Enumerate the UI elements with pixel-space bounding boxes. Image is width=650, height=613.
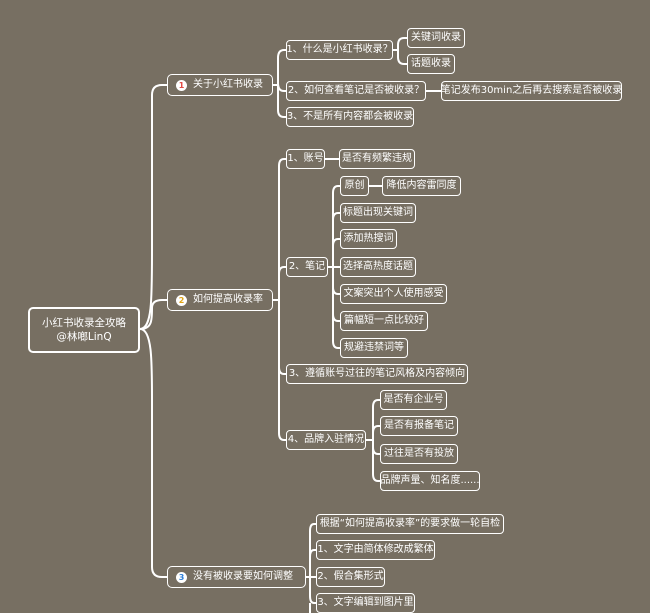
topic-label: 标题出现关键词	[343, 207, 413, 218]
topic-traditional-chinese[interactable]: 1、文字由简体修改成繁体	[316, 540, 435, 560]
topic-label: 1、文字由简体修改成繁体	[317, 544, 434, 555]
topic-text-in-image[interactable]: 3、文字编辑到图片里	[316, 593, 415, 613]
branch-adjust-if-not-indexed[interactable]: 3 没有被收录要如何调整	[167, 566, 306, 588]
root-author: @林啷LinQ	[56, 331, 112, 343]
topic-label: 4、品牌入驻情况	[287, 434, 365, 445]
number-badge-1-icon: 1	[176, 79, 187, 91]
topic-label: 规避违禁词等	[344, 342, 404, 353]
topic-brand-awareness[interactable]: 品牌声量、知名度......	[380, 471, 480, 491]
topic-label: 3、文字编辑到图片里	[317, 597, 414, 608]
topic-label: 3、遵循账号过往的笔记风格及内容倾向	[288, 368, 466, 379]
topic-original[interactable]: 原创	[340, 176, 369, 196]
topic-label: 是否有企业号	[383, 394, 444, 405]
topic-label: 品牌声量、知名度......	[380, 475, 480, 486]
topic-label: 篇幅短一点比较好	[344, 315, 424, 326]
topic-note[interactable]: 2、笔记	[286, 257, 328, 277]
root-title: 小红书收录全攻略	[42, 317, 126, 329]
topic-label: 根据“如何提高收录率”的要求做一轮自检	[319, 518, 501, 529]
topic-frequent-violation[interactable]: 是否有频繁违规	[339, 149, 415, 169]
topic-label: 关键词收录	[411, 32, 461, 43]
branch-label: 如何提高收录率	[193, 294, 263, 305]
topic-short-length[interactable]: 篇幅短一点比较好	[340, 311, 428, 331]
branch-improve-rate[interactable]: 2 如何提高收录率	[167, 289, 273, 311]
topic-check-after-30min[interactable]: 笔记发布30min之后再去搜索是否被收录	[441, 81, 622, 101]
topic-hashtag-indexing[interactable]: 话题收录	[407, 54, 455, 74]
topic-hot-search-words[interactable]: 添加热搜词	[340, 229, 397, 249]
branch-label: 关于小红书收录	[193, 79, 263, 90]
number-badge-2-icon: 2	[176, 294, 187, 306]
topic-keyword-in-title[interactable]: 标题出现关键词	[340, 203, 416, 223]
topic-keyword-indexing[interactable]: 关键词收录	[407, 28, 465, 48]
topic-label: 1、账号	[287, 153, 324, 164]
topic-label: 2、如何查看笔记是否被收录？	[287, 85, 425, 96]
topic-check-indexing[interactable]: 2、如何查看笔记是否被收录？	[286, 81, 426, 101]
topic-avoid-banned-words[interactable]: 规避违禁词等	[340, 338, 408, 358]
topic-reported-notes[interactable]: 是否有报备笔记	[380, 416, 458, 436]
topic-label: 1、什么是小红书收录？	[286, 44, 393, 55]
topic-label: 3、不是所有内容都会被收录	[286, 111, 414, 122]
branch-label: 没有被收录要如何调整	[193, 571, 293, 582]
branch-about-indexing[interactable]: 1 关于小红书收录	[167, 74, 273, 96]
topic-label: 是否有频繁违规	[342, 153, 412, 164]
topic-hot-hashtags[interactable]: 选择高热度话题	[340, 257, 416, 277]
topic-label: 2、假合集形式	[317, 571, 384, 582]
root-topic[interactable]: 小红书收录全攻略 @林啷LinQ	[28, 307, 140, 353]
topic-label: 话题收录	[411, 58, 451, 69]
topic-brand-status[interactable]: 4、品牌入驻情况	[286, 430, 366, 450]
topic-past-ads[interactable]: 过往是否有投放	[380, 444, 458, 464]
topic-follow-style[interactable]: 3、遵循账号过往的笔记风格及内容倾向	[286, 364, 468, 384]
topic-fake-collection[interactable]: 2、假合集形式	[316, 567, 385, 587]
topic-what-is-indexing[interactable]: 1、什么是小红书收录？	[286, 40, 393, 60]
topic-label: 是否有报备笔记	[384, 420, 454, 431]
topic-label: 原创	[344, 180, 365, 191]
topic-label: 笔记发布30min之后再去搜索是否被收录	[440, 85, 623, 96]
topic-label: 2、笔记	[288, 261, 326, 272]
number-badge-3-icon: 3	[176, 571, 187, 583]
topic-label: 选择高热度话题	[343, 261, 413, 272]
topic-personal-feeling[interactable]: 文案突出个人使用感受	[340, 284, 447, 304]
topic-label: 文案突出个人使用感受	[343, 288, 444, 299]
topic-label: 过往是否有投放	[384, 448, 454, 459]
topic-self-check[interactable]: 根据“如何提高收录率”的要求做一轮自检	[316, 514, 504, 534]
topic-enterprise-account[interactable]: 是否有企业号	[380, 390, 447, 410]
topic-account[interactable]: 1、账号	[286, 149, 325, 169]
topic-not-all-indexed[interactable]: 3、不是所有内容都会被收录	[286, 107, 414, 127]
topic-label: 添加热搜词	[343, 233, 394, 244]
topic-reduce-similarity[interactable]: 降低内容雷同度	[382, 176, 461, 196]
topic-label: 降低内容雷同度	[386, 180, 457, 191]
